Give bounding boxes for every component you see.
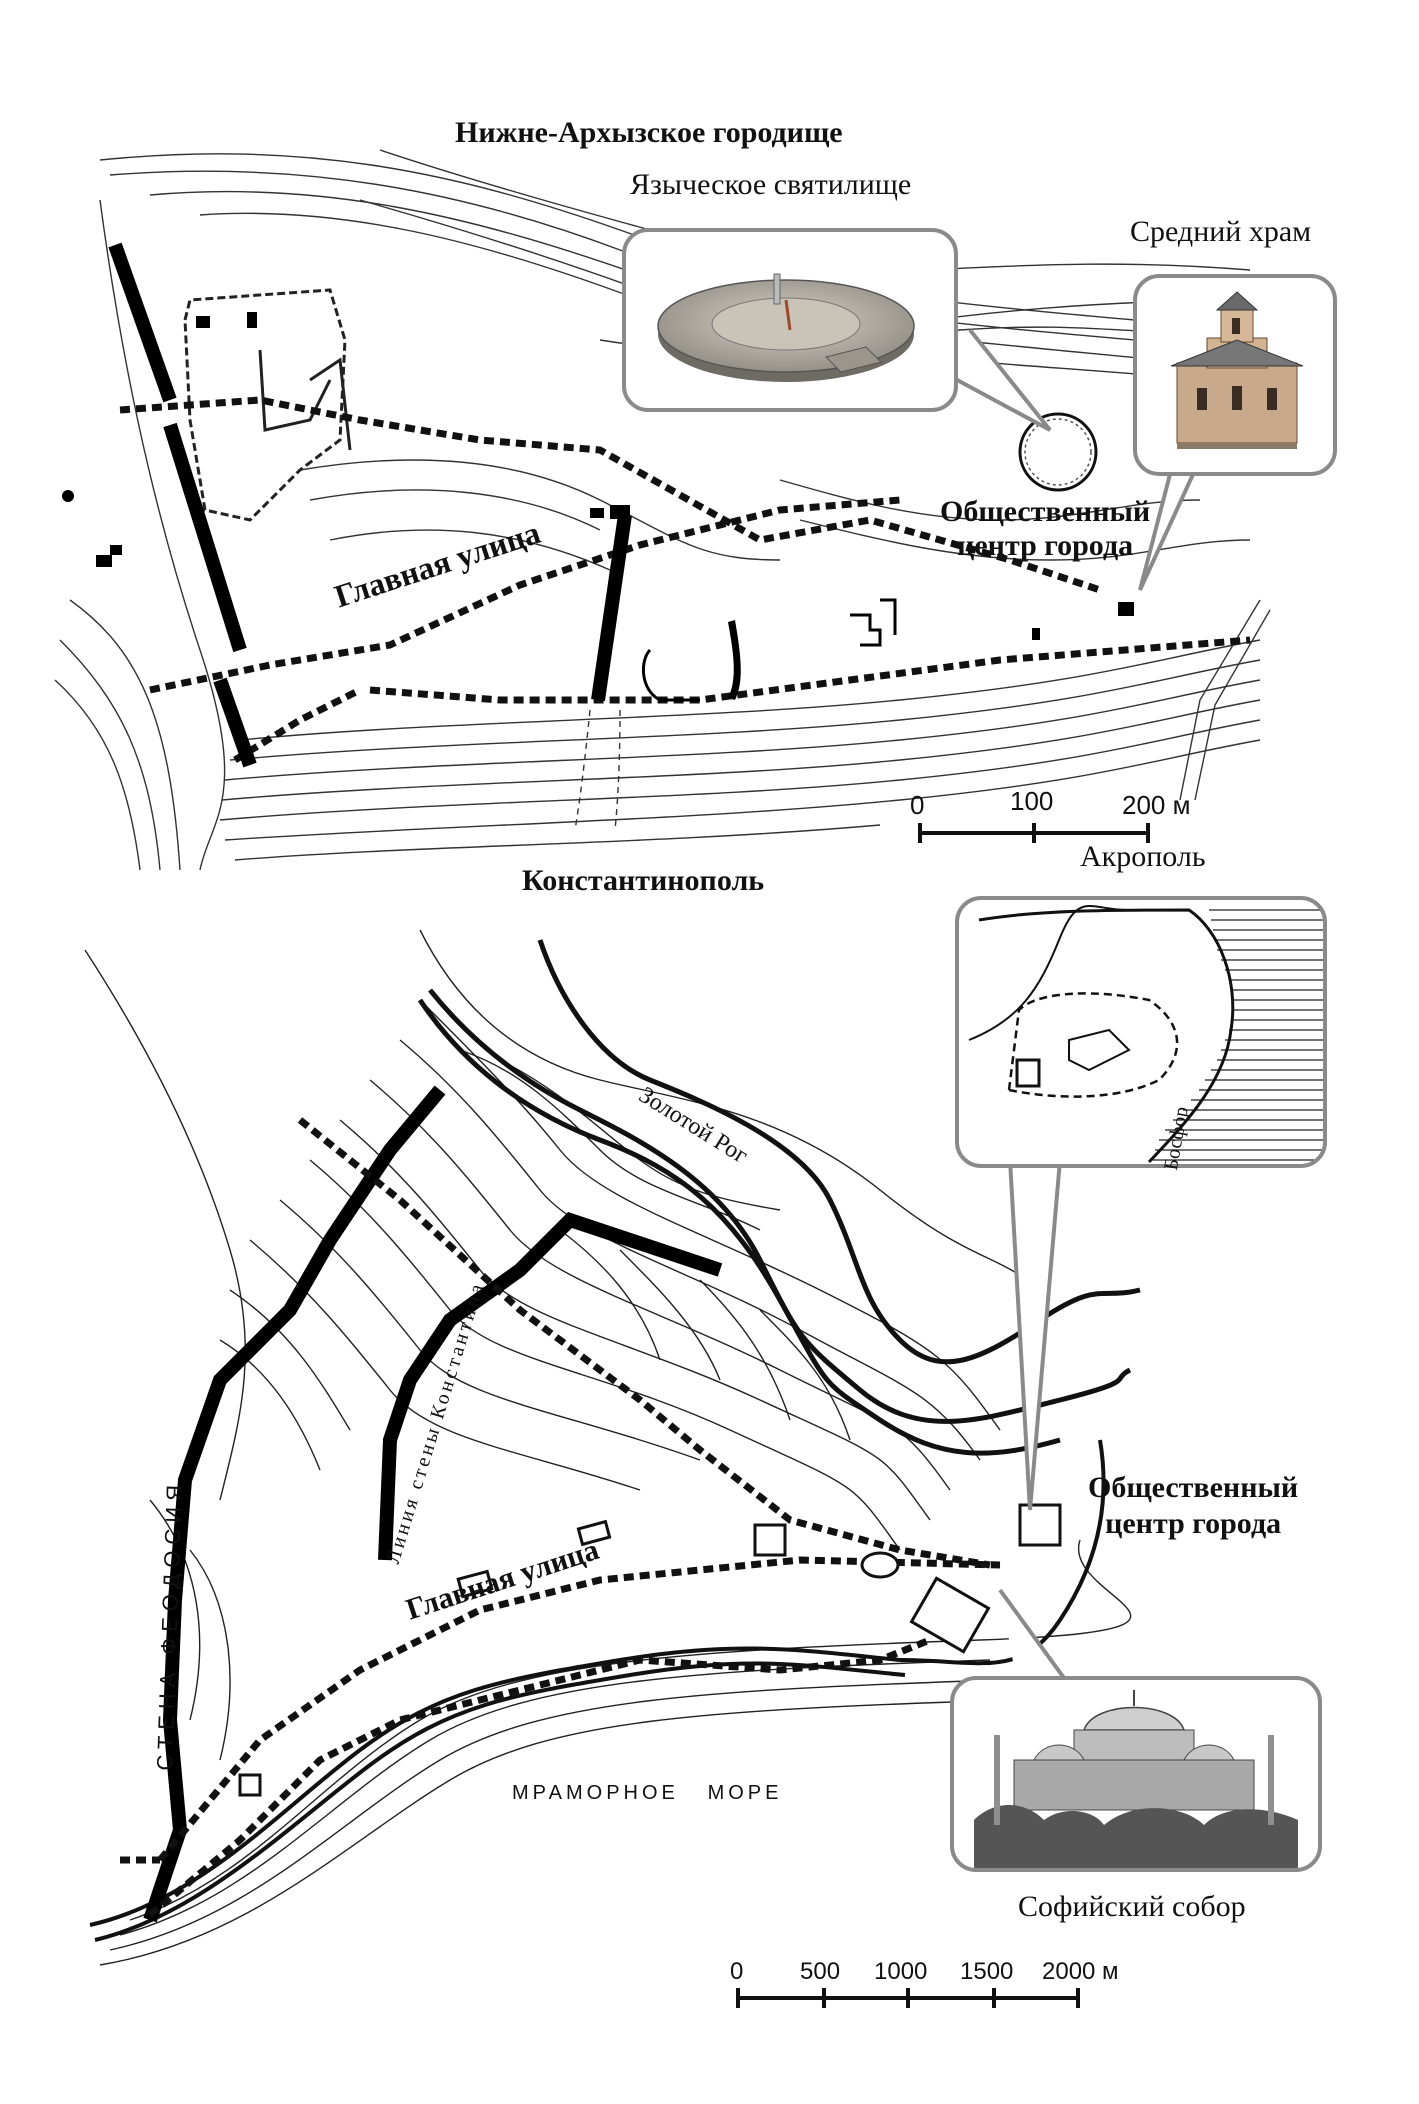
bottom-public-center-label: Общественный центр города <box>1088 1471 1299 1540</box>
top-public-center-label: Общественный центр города <box>940 495 1151 562</box>
hagia-sophia-illustration <box>974 1690 1298 1868</box>
acropolis-label: Акрополь <box>1080 840 1206 873</box>
bottom-scale-2000: 2000 м <box>1042 1958 1119 1985</box>
church-illustration <box>1170 291 1304 449</box>
pagan-sanctuary-label: Языческое святилище <box>630 168 912 201</box>
bottom-scale-500: 500 <box>800 1958 841 1985</box>
public-center-inset <box>955 896 1327 1168</box>
hagia-sophia-callout <box>950 1676 1322 1872</box>
bottom-scale-1500: 1500 <box>960 1958 1014 1985</box>
marmara-sea-label: МРАМОРНОЕ МОРЕ <box>512 1782 783 1804</box>
bottom-scale-0: 0 <box>730 1958 744 1985</box>
bottom-scale-1000: 1000 <box>874 1958 928 1985</box>
top-scale-200: 200 м <box>1122 790 1191 820</box>
sanctuary-callout <box>622 228 958 412</box>
hagia-sophia-label: Софийский собор <box>1018 1890 1246 1923</box>
top-map-drawing <box>54 149 1271 871</box>
bottom-map-title: Константинополь <box>522 864 765 897</box>
top-scale-100: 100 <box>1010 786 1054 816</box>
top-scale-0: 0 <box>910 790 925 820</box>
inset-plan <box>968 905 1323 1164</box>
top-map-title: Нижне-Архызское городище <box>455 116 843 149</box>
sanctuary-illustration <box>657 273 915 382</box>
middle-church-callout <box>1133 274 1337 476</box>
middle-church-label: Средний храм <box>1130 215 1312 248</box>
bottom-map-drawing <box>84 929 1141 2008</box>
